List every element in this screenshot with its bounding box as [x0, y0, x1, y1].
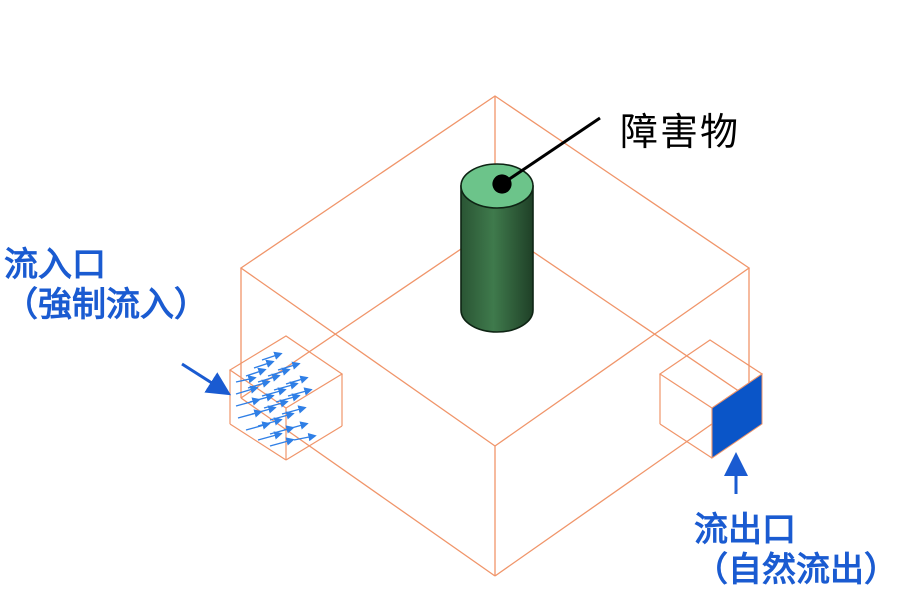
cylinder-icon — [460, 163, 534, 333]
obstacle-leader-line — [492, 116, 601, 194]
inlet-label-line1: 流入口 — [4, 245, 106, 285]
domain-box — [239, 95, 751, 577]
outlet-label-line1: 流出口 — [694, 510, 796, 550]
inlet-label-line2: （強制流入） — [4, 285, 208, 326]
inlet-label: 流入口 （強制流入） — [4, 245, 208, 325]
outlet-face-icon — [711, 373, 763, 459]
inlet-pointer-arrow — [181, 362, 232, 396]
outlet-label-line2: （自然流出） — [694, 550, 898, 591]
obstacle-label-text: 障害物 — [620, 110, 741, 154]
obstacle-label: 障害物 — [620, 110, 740, 155]
velocity-arrows-icon — [235, 351, 317, 447]
outlet-label: 流出口 （自然流出） — [694, 510, 898, 590]
